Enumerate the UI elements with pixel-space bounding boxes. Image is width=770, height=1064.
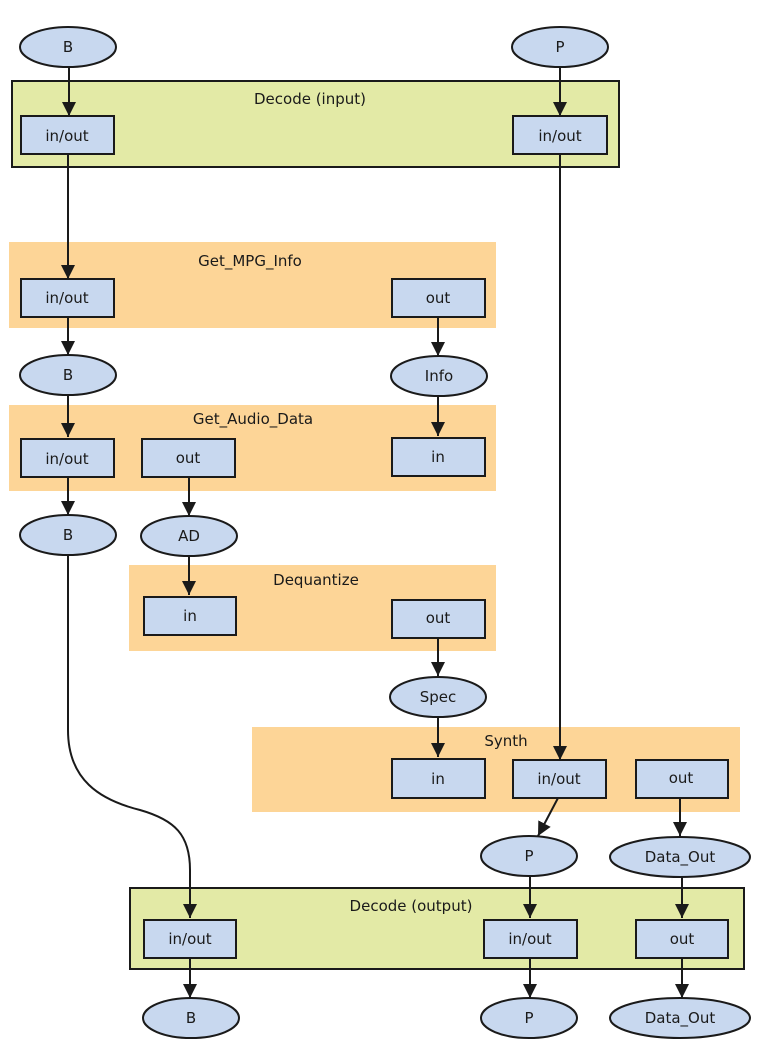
token-spec: Spec [389,676,487,718]
edges [61,67,689,998]
token-info: Info [390,355,488,397]
port-decode-output-b: in/out [143,919,237,959]
port-label: out [176,449,201,467]
token-label: P [524,847,533,865]
port-label: out [669,769,694,787]
token-label: Spec [420,688,457,706]
port-dequantize-out: out [391,599,486,639]
port-get-mpg-info-out: out [391,278,486,318]
token-label: B [186,1009,196,1027]
token-label: B [63,526,73,544]
block-title: Dequantize [273,571,359,589]
token-label: P [555,38,564,56]
token-label: AD [178,527,200,545]
edge-synth-to-p1 [537,797,559,837]
block-title: Synth [484,732,527,750]
port-synth-p: in/out [512,759,607,799]
port-decode-output-out: out [635,919,729,959]
port-label: in/out [45,289,88,307]
port-label: out [426,289,451,307]
port-label: in [431,770,445,788]
port-dequantize-in: in [143,596,237,636]
port-get-audio-data-in: in [391,437,486,477]
block-title: Get_MPG_Info [198,252,302,271]
token-label: P [524,1009,533,1027]
port-label: in/out [508,930,551,948]
port-get-audio-data-b: in/out [20,438,115,478]
token-p: P [511,26,609,68]
port-label: in [431,448,445,466]
token-b: B [19,514,117,556]
port-synth-out: out [635,759,729,799]
token-b: B [142,997,240,1039]
token-p: P [480,835,578,877]
port-decode-output-p: in/out [483,919,578,959]
port-get-audio-data-out: out [141,438,236,478]
token-ad: AD [140,515,238,557]
port-label: in/out [537,770,580,788]
port-label: in [183,607,197,625]
edge-b2-to-decode-output [67,555,197,918]
token-label: B [63,366,73,384]
token-label: B [63,38,73,56]
port-label: in/out [45,127,88,145]
token-data-out: Data_Out [609,997,751,1039]
token-label: Data_Out [645,1009,716,1028]
port-decode-input-b: in/out [20,115,115,155]
block-title: Decode (input) [254,90,366,108]
token-b: B [19,354,117,396]
port-label: out [426,609,451,627]
token-b: B [19,26,117,68]
port-get-mpg-info-b: in/out [20,278,115,318]
token-label: Data_Out [645,848,716,867]
token-label: Info [425,367,453,385]
block-title: Decode (output) [350,897,473,915]
port-decode-input-p: in/out [512,115,608,155]
port-label: in/out [45,450,88,468]
port-label: out [670,930,695,948]
port-label: in/out [538,127,581,145]
port-synth-in: in [391,758,486,799]
port-label: in/out [168,930,211,948]
token-p: P [480,997,578,1039]
block-title: Get_Audio_Data [193,410,313,429]
token-data-out: Data_Out [609,836,751,878]
